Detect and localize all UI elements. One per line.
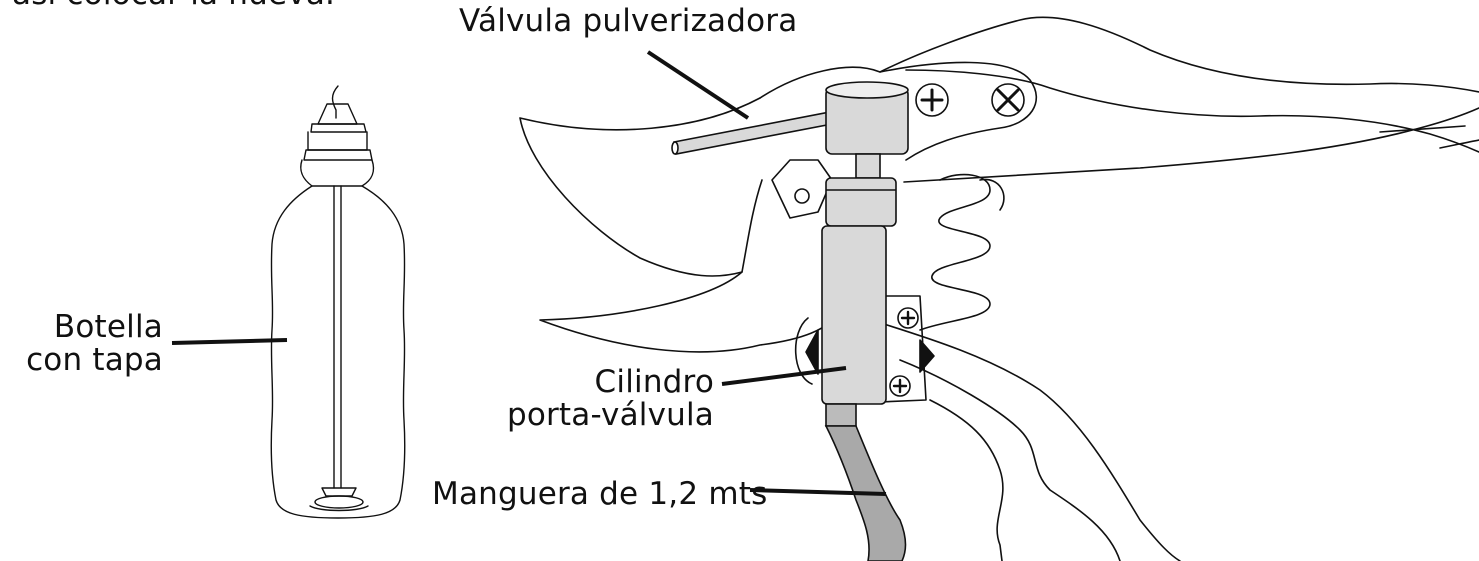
screw-2	[992, 84, 1024, 116]
label-botella-con-tapa: Botella con tapa	[26, 311, 163, 377]
intro-text: así colocar la nueva.	[12, 0, 335, 11]
label-valvula-pulverizadora: Válvula pulverizadora	[459, 5, 797, 38]
bottle-cap	[318, 104, 357, 124]
spring	[920, 175, 990, 330]
bottle-tube-top	[333, 86, 339, 118]
label-cilindro-line2: porta-válvula	[507, 399, 714, 432]
bottle-body	[271, 186, 405, 518]
lower-blade	[540, 272, 840, 352]
leader-valvula	[648, 52, 748, 118]
spray-valve	[672, 112, 832, 154]
bottle-inner-tube	[334, 186, 341, 488]
label-cilindro-porta-valvula: Cilindro porta-válvula	[507, 366, 714, 432]
screw-1	[916, 84, 948, 116]
hose	[826, 426, 906, 561]
label-manguera: Manguera de 1,2 mts	[432, 478, 767, 511]
top-handle	[760, 17, 1479, 98]
hex-nut	[772, 160, 832, 218]
valve-cylinder-main	[822, 178, 896, 426]
valve-cylinder-top	[826, 82, 908, 178]
lower-handle	[840, 310, 1180, 561]
label-botella-line2: con tapa	[26, 344, 163, 377]
leader-botella	[172, 340, 287, 343]
label-botella-line1: Botella	[26, 311, 163, 344]
upper-blade	[520, 98, 762, 276]
leader-manguera	[750, 490, 886, 494]
clamp-bracket	[880, 296, 926, 402]
label-cilindro-line1: Cilindro	[507, 366, 714, 399]
leader-cilindro	[722, 368, 846, 384]
pivot-plate	[880, 62, 1036, 160]
